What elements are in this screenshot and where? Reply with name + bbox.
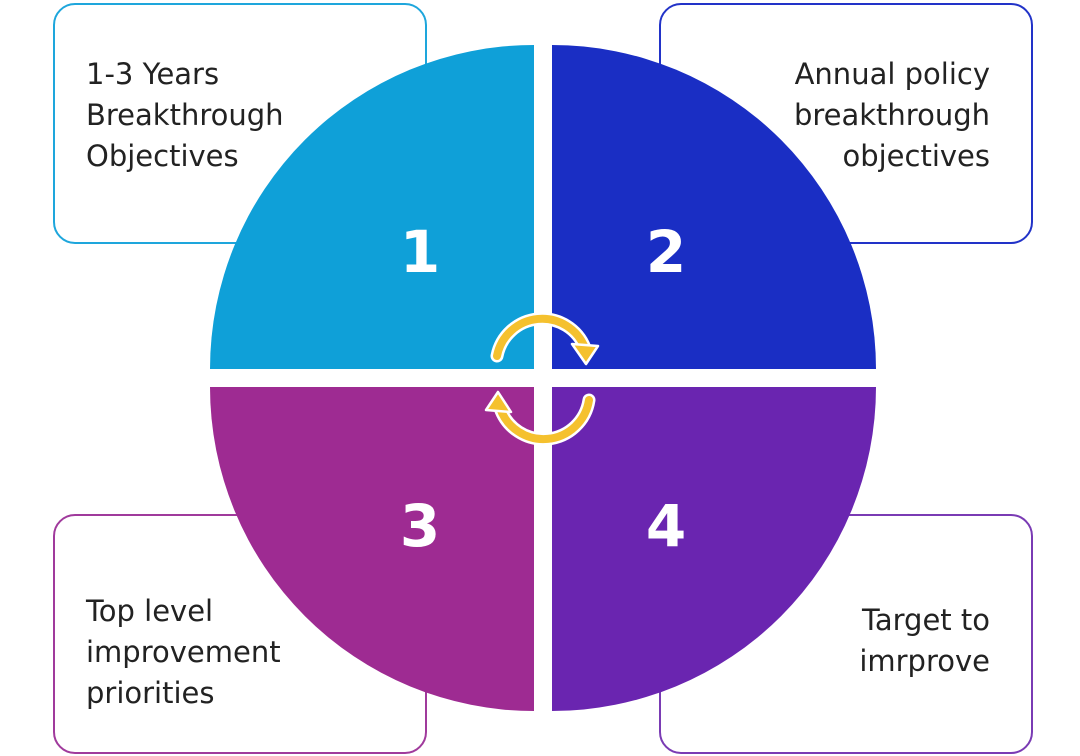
quadrant-2-label: Annual policy breakthrough objectives xyxy=(793,57,990,173)
quadrant-3-number: 3 xyxy=(400,492,440,560)
quadrant-2-number: 2 xyxy=(646,218,686,286)
quadrant-2-segment xyxy=(552,45,876,369)
quadrant-4-segment xyxy=(552,387,876,711)
quadrant-3-label: Top level improvement priorities xyxy=(86,594,281,710)
quadrant-3-segment xyxy=(210,387,534,711)
quadrant-1-number: 1 xyxy=(400,218,440,286)
quadrant-1-segment xyxy=(210,45,534,369)
quadrant-4-number: 4 xyxy=(646,492,686,560)
cycle-arrows-icon xyxy=(484,312,600,446)
quadrant-1-label: 1-3 Years Breakthrough Objectives xyxy=(86,57,284,173)
quadrant-4-label: Target to imrprove xyxy=(859,603,990,678)
